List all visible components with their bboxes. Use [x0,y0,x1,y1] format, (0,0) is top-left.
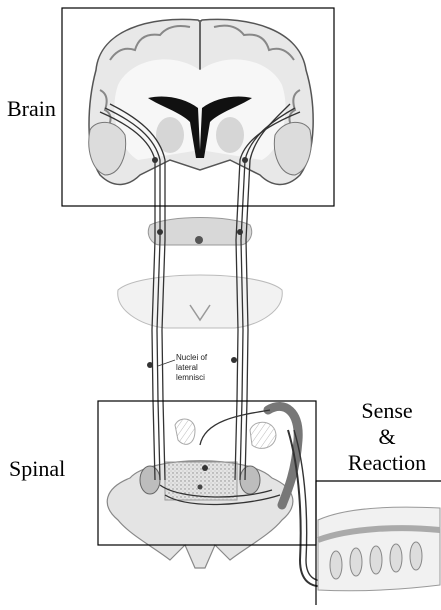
brain-label: Brain [7,96,56,122]
ventral-horn-right [240,466,260,494]
node-brain-right [242,157,248,163]
spinal-cord-illustration [107,407,298,568]
right-basal-ganglia [216,117,244,153]
central-canal [198,485,203,490]
gray-matter [165,462,237,500]
ventral-horn-left [140,466,160,494]
node-midbrain-left [157,229,163,235]
node-brain-left [152,157,158,163]
dorsal-horn-left [175,419,195,444]
reaction-label: Reaction [337,450,437,476]
nuclei-label-line1: Nuclei of [176,353,207,363]
node-nuclei-left [147,362,153,368]
spinal-label: Spinal [9,456,65,482]
nuclei-callout-line [158,360,175,366]
sense-label: Sense [337,398,437,424]
sense-reaction-label: Sense & Reaction [337,398,437,476]
muscle-fiber [390,544,402,572]
muscle-fiber [350,548,362,576]
muscle-fiber [410,542,422,570]
node-midbrain-right [237,229,243,235]
ampersand-label: & [337,424,437,450]
node-nuclei-right [231,357,237,363]
node-spinal-center [202,465,208,471]
brainstem-illustration [118,218,282,329]
white-matter [114,59,285,160]
cerebral-aqueduct [195,236,203,244]
nuclei-label-line2: lateral [176,363,207,373]
brain-illustration [89,19,313,184]
nuclei-label: Nuclei of lateral lemnisci [176,353,207,383]
dorsal-horn-right [250,422,276,448]
muscle-fiber [330,551,342,579]
nuclei-label-line3: lemnisci [176,373,207,383]
reaction-tissue-illustration [318,507,440,591]
muscle-fiber [370,546,382,574]
